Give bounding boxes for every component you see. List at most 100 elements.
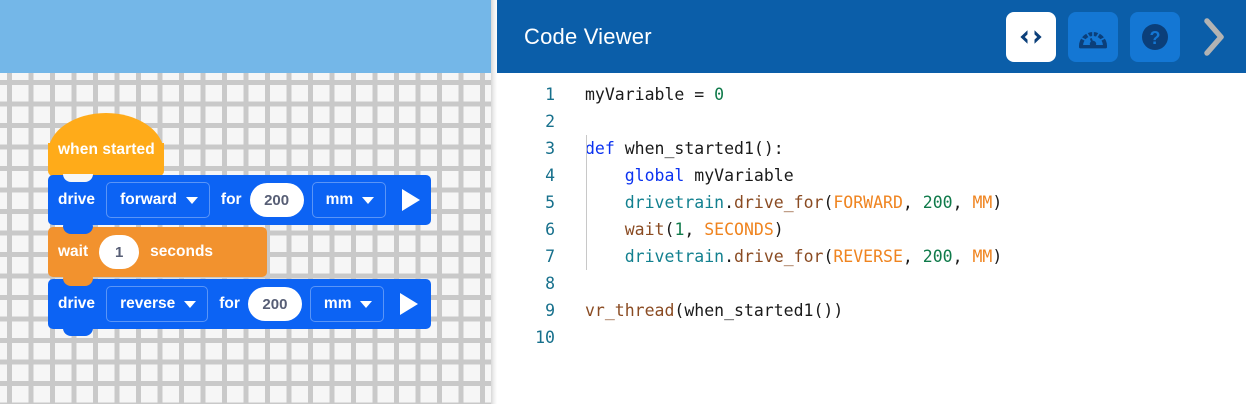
code-line-text: myVariable = 0 (555, 81, 724, 108)
code-token: 200 (922, 193, 953, 212)
code-token (585, 220, 625, 239)
code-view-button[interactable] (1006, 11, 1056, 62)
play-icon[interactable] (402, 189, 421, 211)
drive-forward-top-notch (63, 174, 93, 182)
drive-reverse-for-label: for (219, 295, 240, 312)
block-stack[interactable]: when started drive forward for 200 (48, 113, 431, 336)
code-token: . (724, 247, 735, 266)
code-token: myVariable = (585, 85, 715, 104)
code-token: , (952, 247, 973, 266)
code-viewer-panel: Code Viewer (497, 0, 1246, 404)
drive-forward-label: drive (58, 191, 96, 208)
wait-top-notch (63, 226, 93, 234)
indent-guide (586, 135, 587, 270)
code-token: wait (624, 220, 665, 239)
code-line-text: global myVariable (555, 162, 794, 189)
svg-text:?: ? (1150, 28, 1161, 48)
chevron-right-icon (1204, 17, 1224, 56)
distance-value: 200 (262, 295, 288, 313)
line-number: 3 (545, 139, 555, 158)
code-line: 8 (497, 270, 1246, 297)
code-line-text: wait(1, SECONDS) (555, 216, 784, 243)
wait-label: wait (58, 243, 89, 260)
code-token: ) (992, 193, 1003, 212)
block-drive-forward[interactable]: drive forward for 200 mm (48, 174, 431, 232)
drive-reverse-bottom-bump (63, 328, 93, 336)
code-token: . (724, 193, 735, 212)
blocks-workspace[interactable]: when started drive forward for 200 (0, 0, 491, 404)
unit-value: mm (325, 191, 354, 208)
dashboard-button[interactable] (1068, 11, 1118, 62)
code-viewer-title: Code Viewer (524, 23, 652, 49)
code-token: ) (773, 220, 784, 239)
block-wait[interactable]: wait 1 seconds (48, 226, 267, 284)
block-when-started[interactable]: when started (48, 113, 164, 182)
direction-value: forward (120, 191, 177, 208)
code-line: 6 wait(1, SECONDS) (497, 216, 1246, 243)
chevron-down-icon (185, 196, 198, 204)
drive-reverse-top-notch (63, 278, 93, 286)
drive-forward-for-label: for (220, 191, 242, 208)
when-started-label: when started (58, 141, 155, 158)
block-drive-reverse[interactable]: drive reverse for 200 mm (48, 278, 431, 336)
code-token: ) (992, 247, 1003, 266)
code-token: SECONDS (704, 220, 774, 239)
direction-value: reverse (120, 295, 176, 312)
play-icon[interactable] (400, 293, 419, 315)
line-number: 5 (545, 193, 555, 212)
gauge-icon (1079, 28, 1107, 48)
chevron-down-icon (184, 300, 197, 308)
code-token: myVariable (684, 166, 794, 185)
code-token: MM (972, 193, 993, 212)
drive-reverse-direction-dropdown[interactable]: reverse (106, 286, 209, 322)
panel-divider[interactable] (491, 0, 497, 404)
drive-forward-distance-input[interactable]: 200 (249, 183, 304, 217)
code-token: ( (823, 247, 834, 266)
drive-forward-unit-dropdown[interactable]: mm (311, 182, 387, 218)
wait-amount-input[interactable]: 1 (99, 235, 140, 269)
line-number: 9 (545, 301, 555, 320)
sky-strip (0, 0, 491, 73)
line-number: 1 (545, 85, 555, 104)
code-token: FORWARD (833, 193, 903, 212)
line-number: 8 (545, 274, 555, 293)
distance-value: 200 (264, 191, 290, 209)
drive-forward-direction-dropdown[interactable]: forward (106, 182, 210, 218)
code-token (585, 247, 625, 266)
code-token: , (902, 193, 923, 212)
line-number: 2 (545, 112, 555, 131)
drive-reverse-unit-dropdown[interactable]: mm (309, 286, 385, 322)
code-token: ( (664, 220, 675, 239)
help-button[interactable]: ? (1130, 11, 1180, 62)
chevron-down-icon (362, 196, 375, 204)
code-line: 2 (497, 108, 1246, 135)
line-number: 6 (545, 220, 555, 239)
code-viewer-header: Code Viewer (497, 0, 1246, 73)
code-token: 200 (922, 247, 953, 266)
code-token: def (585, 139, 615, 158)
code-token: drivetrain (624, 193, 725, 212)
code-token: global (624, 166, 685, 185)
code-brackets-icon (1020, 29, 1042, 44)
code-line: 10 (497, 324, 1246, 351)
wait-amount-value: 1 (114, 243, 124, 261)
code-token: , (684, 220, 705, 239)
code-token: drive_for (734, 247, 824, 266)
code-line: 4 global myVariable (497, 162, 1246, 189)
question-mark-icon: ? (1142, 23, 1168, 50)
code-line-text: vr_thread(when_started1()) (555, 297, 843, 324)
code-token: 0 (714, 85, 725, 104)
drive-reverse-distance-input[interactable]: 200 (247, 287, 302, 321)
code-line-text: def when_started1(): (555, 135, 784, 162)
code-token: drivetrain (624, 247, 725, 266)
code-token: vr_thread (585, 301, 675, 320)
code-token: drive_for (734, 193, 824, 212)
code-token: 1 (674, 220, 685, 239)
code-line-text: drivetrain.drive_for(REVERSE, 200, MM) (555, 243, 1003, 270)
code-token: when_started1(): (614, 139, 784, 158)
collapse-button[interactable] (1192, 7, 1236, 67)
